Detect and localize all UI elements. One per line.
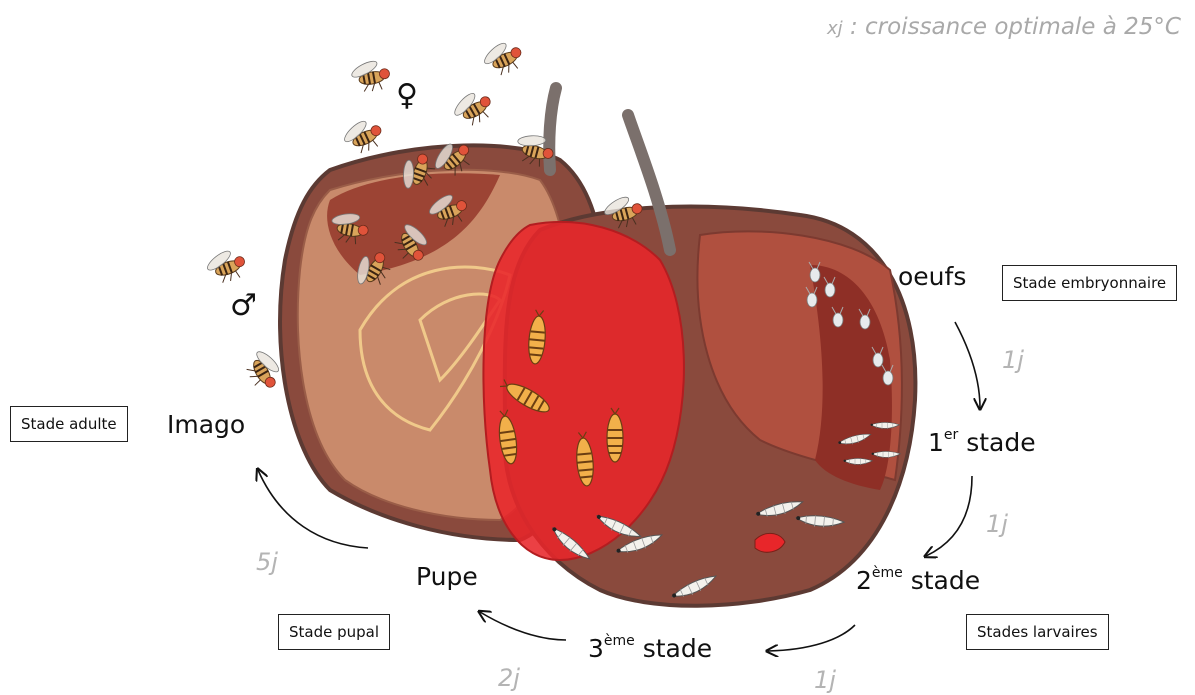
arrow-l3-to-pupe [480,612,566,640]
male-symbol: ♂ [230,288,257,323]
arrow-l1-to-l2 [926,476,972,556]
stage-l2: 2ème stade [856,566,980,595]
stage-pupe: Pupe [416,562,478,591]
duration-l2-l3: 1j [814,666,836,694]
stage-l3: 3ème stade [588,634,712,663]
duration-l1-l2: 1j [986,510,1008,538]
arrow-oeufs-to-l1 [955,322,980,408]
stage-oeufs: oeufs [898,262,966,291]
box-larval: Stades larvaires [966,614,1109,650]
arrow-l2-to-l3 [768,625,855,651]
box-adult: Stade adulte [10,406,128,442]
box-pupal: Stade pupal [278,614,390,650]
stage-imago: Imago [167,410,245,439]
box-embryo: Stade embryonnaire [1002,265,1177,301]
legend: xj : croissance optimale à 25°C [827,14,1181,40]
stage-l1: 1er stade [928,428,1036,457]
duration-l3-pupa: 2j [498,664,520,692]
legend-text: : croissance optimale à 25°C [843,14,1181,40]
duration-egg-l1: 1j [1002,346,1024,374]
legend-symbol: xj [827,18,843,39]
female-symbol: ♀ [396,78,418,113]
duration-pupa-imago: 5j [256,548,278,576]
